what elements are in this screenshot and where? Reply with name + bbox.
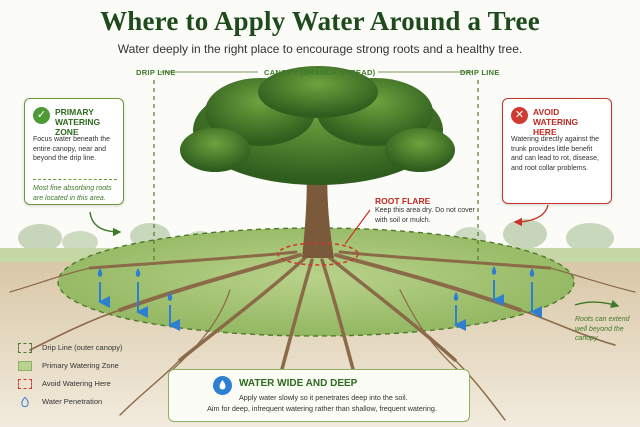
page-title: Where to Apply Water Around a Tree [100, 6, 540, 36]
legend-item: Avoid Watering Here [16, 377, 166, 395]
avoid-zone-title: AVOID WATERING HERE [533, 107, 579, 137]
canopy [180, 66, 455, 185]
avoid-zone-body: Watering directly against the trunk prov… [511, 136, 600, 172]
root-flare-body: Keep this area dry. Do not cover with so… [375, 207, 475, 224]
root-flare-zone [277, 242, 359, 266]
water-tip-title: WATER WIDE AND DEEP [239, 378, 358, 389]
legend: Drip Line (outer canopy) Primary Waterin… [16, 341, 166, 413]
x-icon: ✕ [511, 107, 528, 124]
primary-watering-zone [57, 227, 575, 337]
water-penetration-arrows [98, 280, 542, 331]
water-drops [97, 266, 535, 301]
canopy-label: CANOPY (BRANCH SPREAD) [264, 68, 376, 77]
water-drop-icon [21, 397, 29, 407]
primary-zone-title: PRIMARY WATERING ZONE [55, 107, 101, 137]
root-flare-title: ROOT FLARE [375, 196, 431, 206]
legend-item: Water Penetration [16, 395, 166, 413]
roots-extend-note: Roots can extend well beyond the canopy. [575, 316, 630, 342]
page-subtitle: Water deeply in the right place to encou… [117, 42, 523, 56]
dashed-green-swatch [18, 343, 32, 353]
legend-label: Water Penetration [42, 397, 103, 406]
legend-item: Drip Line (outer canopy) [16, 341, 166, 359]
drip-line-left-label: DRIP LINE [136, 68, 176, 77]
water-tip-line-1: Apply water slowly so it penetrates deep… [239, 393, 408, 402]
primary-zone-body: Focus water beneath the entire canopy, n… [33, 136, 111, 162]
legend-label: Primary Watering Zone [42, 361, 119, 370]
legend-label: Avoid Watering Here [42, 379, 111, 388]
primary-zone-card: ✓ PRIMARY WATERING ZONE Focus water bene… [24, 98, 124, 205]
primary-zone-note: Most fine absorbing roots are located in… [33, 179, 117, 203]
water-drop-icon [213, 376, 232, 395]
avoid-zone-card: ✕ AVOID WATERING HERE Watering directly … [502, 98, 612, 204]
legend-item: Primary Watering Zone [16, 359, 166, 377]
root-flare-callout: ROOT FLARE Keep this area dry. Do not co… [375, 196, 475, 225]
water-tip-card: WATER WIDE AND DEEP Apply water slowly s… [168, 369, 470, 422]
checkmark-icon: ✓ [33, 107, 50, 124]
legend-label: Drip Line (outer canopy) [42, 343, 123, 352]
water-tip-line-2: Aim for deep, infrequent watering rather… [207, 404, 437, 413]
green-fill-swatch [18, 361, 32, 371]
drip-line-right-label: DRIP LINE [460, 68, 500, 77]
dashed-red-swatch [18, 379, 32, 389]
